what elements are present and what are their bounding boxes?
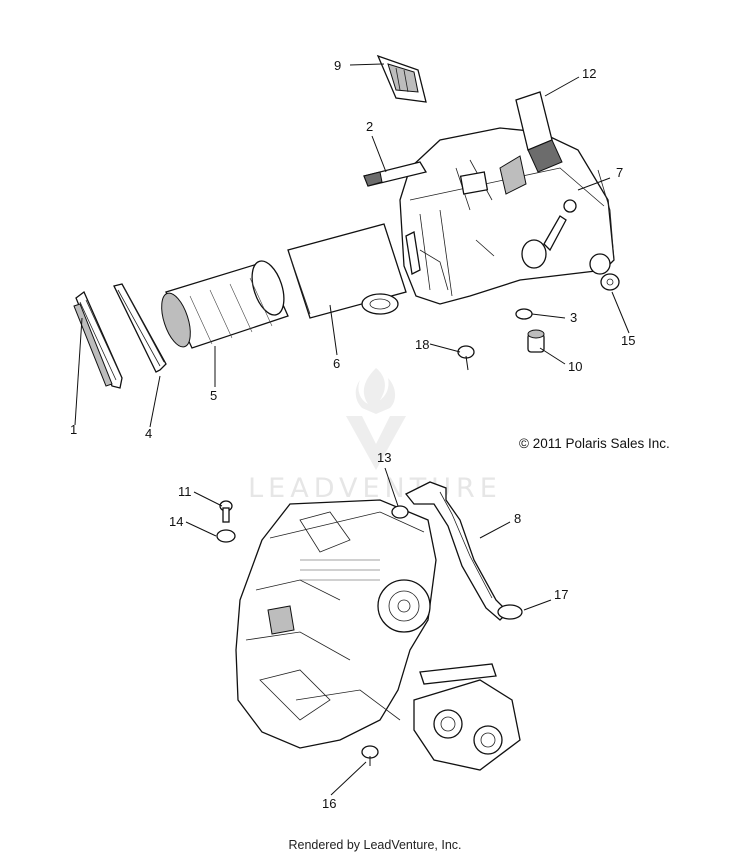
callout-6: 6 <box>333 356 340 371</box>
flame-logo-icon <box>355 368 396 414</box>
part-12-label <box>515 91 563 173</box>
part-4-seal <box>113 283 167 373</box>
callout-8: 8 <box>514 511 521 526</box>
copyright-text: © 2011 Polaris Sales Inc. <box>519 436 670 451</box>
callout-1: 1 <box>70 422 77 437</box>
callout-labels: 1 2 3 4 5 6 7 8 9 10 11 12 13 14 15 16 1… <box>70 58 635 811</box>
callout-9: 9 <box>334 58 341 73</box>
footer-text: Rendered by LeadVenture, Inc. <box>288 838 461 852</box>
part-15-grommet <box>600 273 620 291</box>
part-14-washer <box>216 529 236 543</box>
engine-cvt-housing <box>235 499 437 749</box>
part-16-screw <box>361 745 379 766</box>
part-7-airbox <box>361 127 615 315</box>
callout-16: 16 <box>322 796 336 811</box>
part-1-airbox-cover <box>73 290 123 389</box>
part-18-screw <box>457 345 475 371</box>
v-logo-icon <box>346 416 406 470</box>
callout-13: 13 <box>377 450 391 465</box>
part-13-clamp <box>391 505 409 519</box>
callout-11: 11 <box>178 484 192 499</box>
callout-15: 15 <box>621 333 635 348</box>
callout-10: 10 <box>568 359 582 374</box>
callout-18: 18 <box>415 337 429 352</box>
leader-lines <box>74 63 630 796</box>
part-2-latch <box>363 161 428 187</box>
leadventure-watermark: LEADVENTURE <box>248 368 502 504</box>
part-11-bolt <box>219 500 233 523</box>
watermark-text: LEADVENTURE <box>248 473 502 504</box>
callout-17: 17 <box>554 587 568 602</box>
throttle-body <box>413 663 521 771</box>
part-3-oring <box>515 308 533 320</box>
callout-7: 7 <box>616 165 623 180</box>
callout-2: 2 <box>366 119 373 134</box>
part-17-clamp <box>497 604 523 620</box>
part-10-drain-valve <box>527 329 545 353</box>
part-5-air-filter <box>161 260 289 349</box>
part-9-cover <box>376 54 427 103</box>
callout-5: 5 <box>210 388 217 403</box>
callout-3: 3 <box>570 310 577 325</box>
callout-14: 14 <box>169 514 183 529</box>
callout-4: 4 <box>145 426 152 441</box>
callout-12: 12 <box>582 66 596 81</box>
